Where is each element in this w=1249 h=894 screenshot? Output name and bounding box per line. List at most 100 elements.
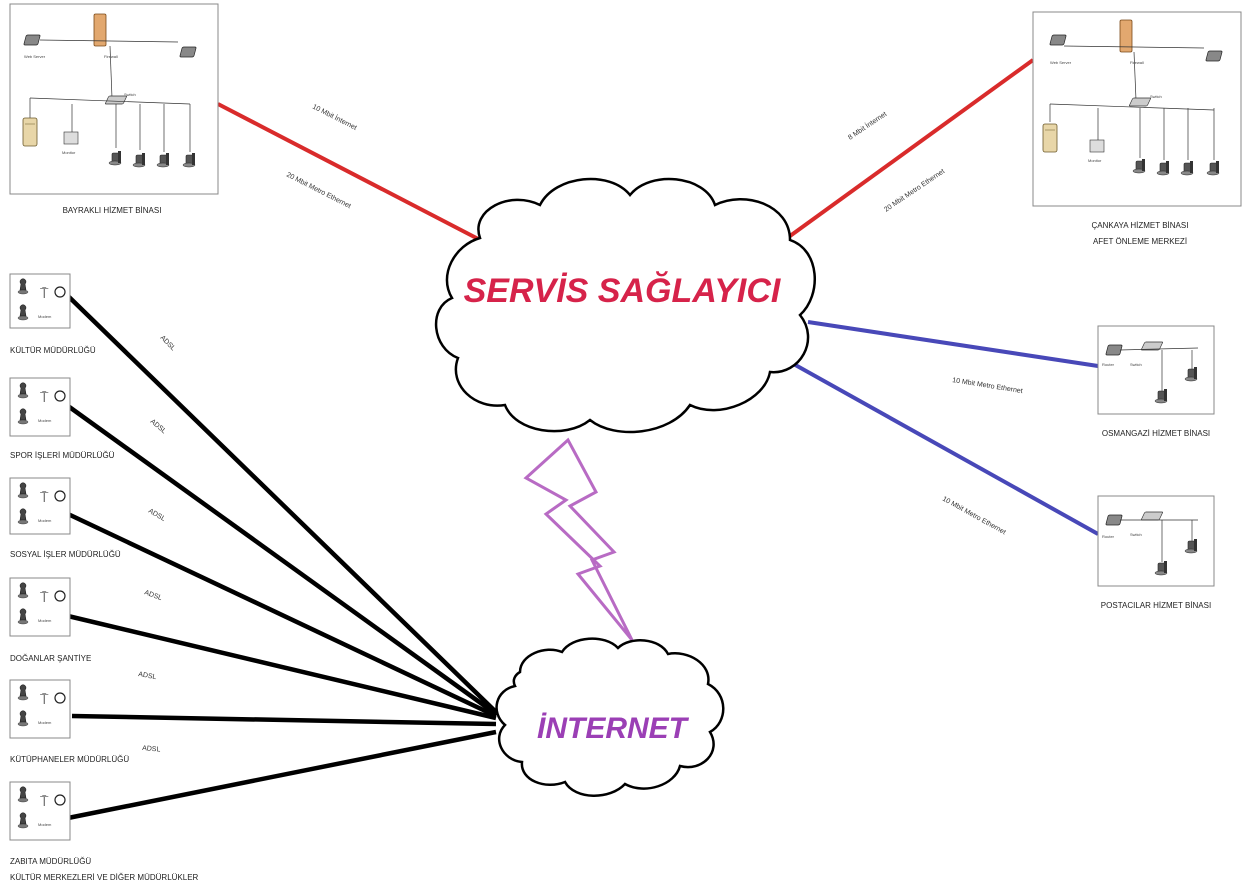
branch-frame — [9, 679, 71, 739]
monitor-icon — [1089, 139, 1105, 153]
modem-icon — [54, 390, 66, 402]
router-icon — [1105, 514, 1123, 526]
branch-frame — [9, 781, 71, 841]
link-cankaya — [788, 58, 1035, 238]
device-label: Modem — [38, 618, 52, 623]
printer-icon — [179, 46, 197, 58]
osmangazi-building: Router Switch OSMANGAZİ HİZMET BİNASI — [1097, 325, 1215, 438]
device-label: Router — [1102, 362, 1115, 367]
postacilar-building: Router Switch POSTACILAR HİZMET BİNASI — [1097, 495, 1215, 610]
cankaya-frame — [1032, 11, 1242, 207]
cankaya-caption-line1: ÇANKAYA HİZMET BİNASI — [1092, 221, 1189, 230]
router-icon: ⍑ — [40, 589, 49, 605]
router-icon: ⍑ — [40, 691, 49, 707]
link-osmangazi — [807, 320, 1099, 368]
branch-caption-line2: KÜLTÜR MERKEZLERİ VE DİĞER MÜDÜRLÜKLER — [10, 873, 199, 882]
database-server-icon — [1042, 123, 1058, 153]
modem-icon — [54, 794, 66, 806]
adsl-link-1 — [66, 294, 498, 714]
adsl-label: ADSL — [143, 589, 163, 602]
device-label: Modem — [38, 518, 52, 523]
branch-caption: KÜLTÜR MÜDÜRLÜĞÜ — [10, 346, 96, 355]
cankaya-building: Web Server Firewall Switch Monitor ÇANKA… — [1032, 11, 1242, 246]
adsl-label: ADSL — [159, 334, 177, 352]
modem-icon — [54, 590, 66, 602]
database-server-icon — [22, 117, 38, 147]
device-label: Switch — [1130, 362, 1142, 367]
device-label: Firewall — [104, 54, 118, 59]
bayrakli-caption: BAYRAKLI HİZMET BİNASI — [63, 206, 162, 215]
modem-icon — [54, 286, 66, 298]
device-label: Monitor — [1088, 158, 1102, 163]
device-label: Router — [1102, 534, 1115, 539]
device-label: Switch — [1150, 94, 1162, 99]
cankaya-caption-line2: AFET ÖNLEME MERKEZİ — [1093, 237, 1187, 246]
branch-caption: SOSYAL İŞLER MÜDÜRLÜĞÜ — [10, 550, 121, 559]
switch-icon — [1128, 97, 1152, 107]
adsl-link-4 — [67, 613, 497, 721]
adsl-label: ADSL — [149, 418, 168, 435]
device-label: Firewall — [1130, 60, 1144, 65]
branch-caption: KÜTÜPHANELER MÜDÜRLÜĞÜ — [10, 755, 129, 764]
adsl-label: ADSL — [147, 508, 166, 523]
branch-3: ⍑ Modem SOSYAL İŞLER MÜDÜRLÜĞÜ — [9, 477, 121, 559]
branch-2: ⍑ Modem SPOR İŞLERİ MÜDÜRLÜĞÜ — [9, 377, 115, 460]
switch-icon — [104, 95, 128, 105]
router-icon: ⍑ — [40, 389, 49, 405]
device-label: Modem — [38, 314, 52, 319]
link-postacilar — [789, 360, 1099, 536]
modem-icon — [54, 692, 66, 704]
link-bayrakli — [217, 102, 487, 245]
device-label: Modem — [38, 418, 52, 423]
device-label: Modem — [38, 822, 52, 827]
adsl-link-3 — [67, 511, 497, 719]
device-label: Monitor — [62, 150, 76, 155]
adsl-link-2 — [66, 404, 498, 716]
device-label: Web Server — [24, 54, 46, 59]
router-icon: ⍑ — [40, 793, 49, 809]
metro-links — [217, 58, 1099, 536]
adsl-links — [66, 294, 498, 821]
branch-caption-line1: ZABITA MÜDÜRLÜĞÜ — [10, 857, 91, 866]
web-server-icon — [1049, 34, 1067, 46]
adsl-label: ADSL — [138, 671, 157, 681]
postacilar-caption: POSTACILAR HİZMET BİNASI — [1101, 601, 1211, 610]
link-label: 20 Mbit Metro Ethernet — [285, 172, 352, 211]
branch-caption: DOĞANLAR ŞANTİYE — [10, 654, 91, 663]
device-label: Switch — [124, 92, 136, 97]
adsl-link-5 — [71, 713, 497, 727]
printer-icon — [1205, 50, 1223, 62]
branch-6: ⍑ Modem ZABITA MÜDÜRLÜĞÜ KÜLTÜR MERKEZLE… — [9, 781, 199, 882]
wireless-bolt-icon — [523, 437, 634, 641]
internet-cloud-label: İNTERNET — [537, 712, 690, 745]
branch-frame — [9, 273, 71, 329]
branch-1: ⍑ Modem KÜLTÜR MÜDÜRLÜĞÜ — [9, 273, 96, 355]
provider-cloud: SERVİS SAĞLAYICI — [435, 177, 816, 434]
router-icon — [1105, 344, 1123, 356]
internet-cloud: İNTERNET — [495, 637, 725, 797]
web-server-icon — [23, 34, 41, 46]
modem-icon — [54, 490, 66, 502]
provider-cloud-label: SERVİS SAĞLAYICI — [464, 272, 782, 310]
link-label: 10 Mbit İnternet — [311, 102, 358, 132]
link-label: 8 Mbit İnternet — [846, 109, 888, 142]
device-label: Modem — [38, 720, 52, 725]
device-label: Web Server — [1050, 60, 1072, 65]
switch-icon — [1140, 511, 1164, 521]
branch-frame — [9, 377, 71, 437]
branch-5: ⍑ Modem KÜTÜPHANELER MÜDÜRLÜĞÜ — [9, 679, 129, 764]
branch-caption: SPOR İŞLERİ MÜDÜRLÜĞÜ — [10, 451, 115, 460]
monitor-icon — [63, 131, 79, 145]
branch-4: ⍑ Modem DOĞANLAR ŞANTİYE — [9, 577, 91, 663]
router-icon: ⍑ — [40, 285, 49, 301]
bayrakli-building: Web Server Firewall Switch Monitor BAYRA… — [9, 3, 219, 215]
branch-frame — [9, 577, 71, 637]
device-label: Switch — [1130, 532, 1142, 537]
router-icon: ⍑ — [40, 489, 49, 505]
link-label: 20 Mbit Metro Ethernet — [883, 168, 946, 214]
branch-frame — [9, 477, 71, 535]
link-label: 10 Mbit Metro Ethernet — [952, 377, 1023, 395]
adsl-link-6 — [67, 729, 497, 821]
link-label: 10 Mbit Metro Ethernet — [941, 496, 1007, 537]
